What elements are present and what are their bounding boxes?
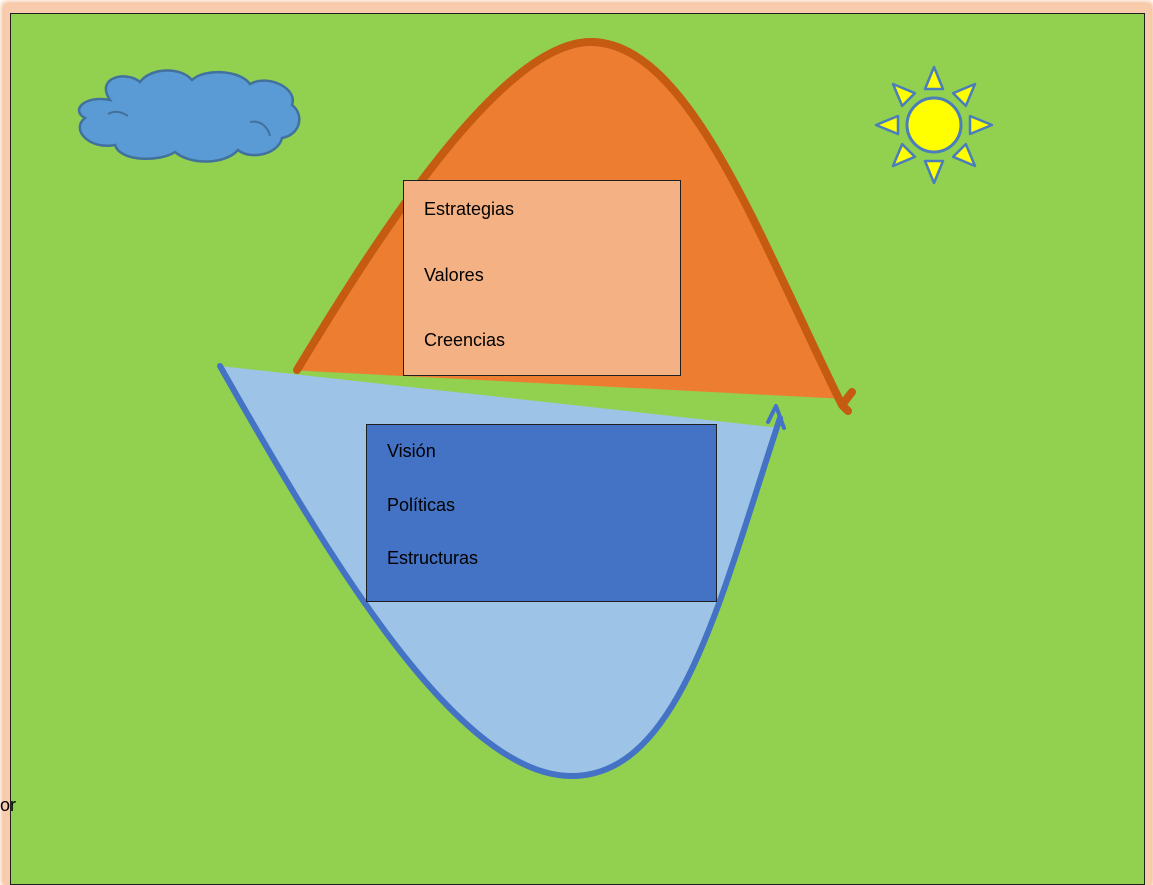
sun-ray — [951, 142, 977, 168]
sun-ray — [891, 82, 917, 108]
bottom-text-box: Visión Políticas Estructuras — [366, 424, 717, 602]
sun-ray — [923, 65, 945, 91]
bottom-box-item: Estructuras — [387, 548, 479, 568]
sun-ray — [968, 114, 994, 136]
sun-ray — [874, 114, 900, 136]
bottom-box-item: Visión — [387, 441, 436, 461]
top-box-item: Valores — [424, 265, 484, 285]
sun-icon — [874, 65, 994, 185]
sun-ray — [923, 159, 945, 185]
top-box-item: Estrategias — [424, 199, 515, 219]
sun-ray — [891, 142, 917, 168]
bottom-box-item: Políticas — [387, 495, 456, 515]
cloud-icon — [77, 69, 301, 163]
stray-text-fragment: or — [0, 795, 17, 815]
top-text-box: Estrategias Valores Creencias — [403, 180, 681, 376]
sun-ray — [951, 82, 977, 108]
top-box-item: Creencias — [424, 330, 506, 350]
